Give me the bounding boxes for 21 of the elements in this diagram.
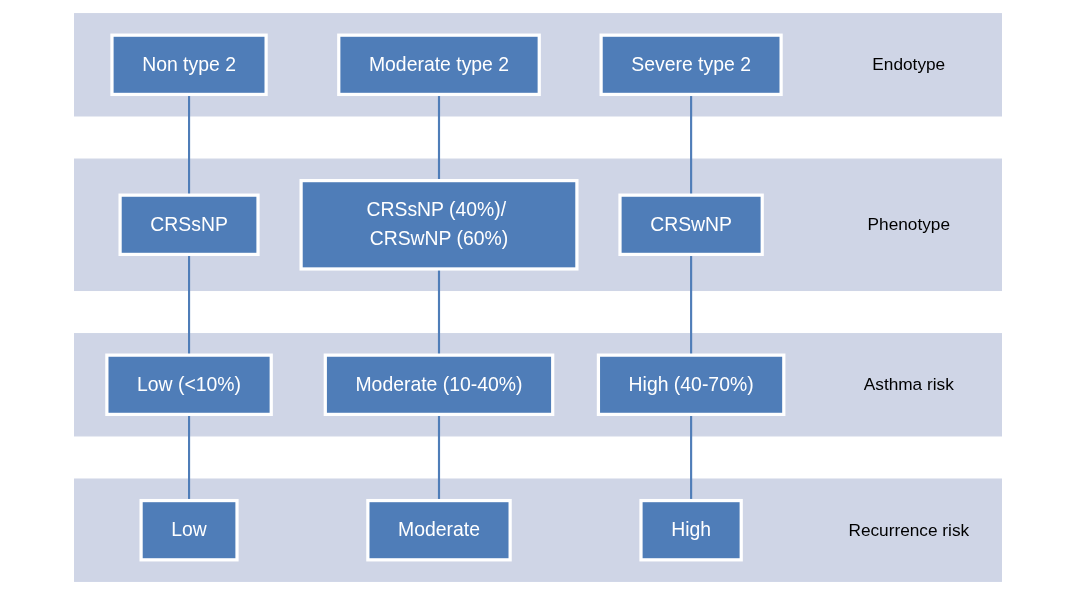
node-box: CRSsNP (40%)/ CRSwNP (60%) [299,179,579,271]
connector [187,414,191,501]
node-box: High (40-70%) [596,353,786,416]
node-box: Low [139,498,239,562]
node-box: Moderate [366,498,512,562]
node-box: High [639,498,743,562]
node-box: CRSwNP [618,193,764,257]
node-box: CRSsNP [118,193,260,257]
connector [690,94,693,196]
connector [690,414,693,501]
connector [187,94,191,196]
node-box: Low (<10%) [105,353,273,416]
connector [690,254,693,356]
connector [437,414,441,501]
node-box: Moderate type 2 [337,33,541,97]
node-box: Moderate (10-40%) [323,353,555,416]
connector [437,94,441,181]
node-box: Severe type 2 [599,33,783,97]
node-box: Non type 2 [110,33,268,97]
connector [437,268,441,356]
connector [187,254,191,356]
